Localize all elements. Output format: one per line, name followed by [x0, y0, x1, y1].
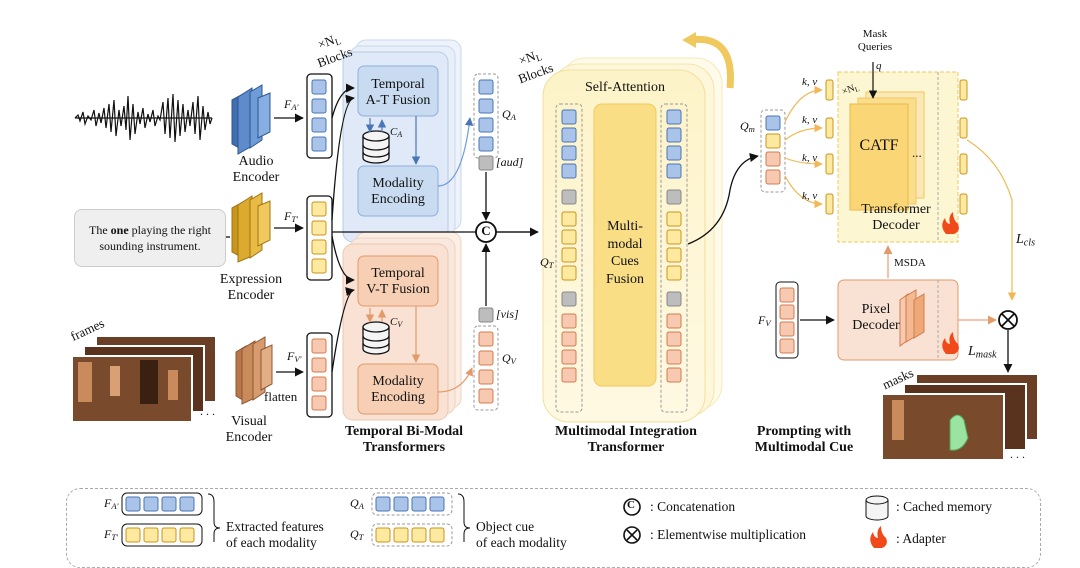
expression-encoder-icon — [231, 192, 271, 263]
output-masks: . . . — [881, 373, 1039, 461]
svg-text:. . .: . . . — [1010, 447, 1025, 461]
legend-cached: : Cached memory — [896, 499, 992, 514]
cache-a-label: CA — [390, 126, 403, 139]
fv-stack — [775, 281, 799, 359]
legend-ft: FT' — [104, 527, 118, 543]
architecture-diagram: . . . — [66, 28, 1041, 568]
recurrence-arrow — [689, 35, 734, 89]
svg-text:. . .: . . . — [200, 404, 215, 418]
cache-v-icon — [362, 321, 390, 355]
pixel-decoder-panel — [837, 279, 959, 361]
text-feature-stack — [306, 195, 333, 281]
qv-label: QV — [502, 351, 516, 367]
integration-panel — [542, 57, 723, 423]
legend-concat: : Concatenation — [650, 499, 736, 514]
qa-label: QA — [502, 107, 516, 123]
legend-graphics — [121, 492, 889, 548]
bimodal-audio-panel — [342, 39, 462, 243]
legend-fa: FA' — [104, 496, 119, 512]
visual-encoder-icon — [235, 336, 273, 405]
catf-dots: ... — [912, 145, 922, 160]
legend-concat-symbol: C — [627, 499, 635, 511]
integration-input-stack — [555, 103, 583, 413]
flatten-label: flatten — [264, 389, 298, 404]
kv-label-3: k, v — [802, 152, 818, 164]
adapter-flame-icon-pixel — [942, 332, 959, 354]
audio-waveform — [74, 93, 213, 143]
qt-label: QT — [540, 255, 554, 271]
legend-adapter: : Adapter — [896, 531, 946, 546]
msda-label: MSDA — [894, 257, 926, 269]
qm-label: Qm — [740, 119, 755, 135]
text-feature-label: FT' — [284, 209, 298, 225]
integration-output-stack — [660, 103, 688, 413]
q-label: q — [876, 60, 882, 72]
kv-label-2: k, v — [802, 114, 818, 126]
catf-label: CATF — [859, 137, 899, 154]
audio-encoder-icon — [231, 84, 271, 155]
bimodal-visual-panel — [342, 231, 462, 421]
kv-label-4: k, v — [802, 190, 818, 202]
audio-feature-stack — [306, 73, 333, 159]
concat-symbol: C — [481, 223, 491, 238]
multiply-circle — [998, 310, 1018, 330]
legend-qt: QT — [350, 527, 364, 543]
fv-label: FV — [758, 313, 771, 329]
lcls-label: Lcls — [1016, 232, 1035, 249]
aud-token-label: [aud] — [496, 155, 524, 169]
cache-v-label: CV — [390, 316, 403, 329]
qv-stack — [473, 307, 499, 411]
legend-qa: QA — [350, 496, 364, 512]
visual-feature-label: FV' — [287, 349, 302, 365]
audio-feature-label: FA' — [284, 97, 299, 113]
transformer-decoder-panel — [837, 71, 959, 243]
vis-token-label: [vis] — [496, 307, 519, 321]
cache-a-icon — [362, 130, 390, 164]
qm-stack — [760, 109, 786, 193]
qa-stack — [473, 73, 499, 171]
lmask-label: Lmask — [968, 344, 997, 361]
video-frames: . . . — [71, 335, 217, 423]
visual-feature-stack — [306, 332, 333, 418]
self-attention-label: Self-Attention — [584, 80, 666, 95]
kv-label-1: k, v — [802, 76, 818, 88]
adapter-flame-icon — [942, 212, 959, 234]
legend-mult: : Elementwise multiplication — [650, 527, 806, 542]
